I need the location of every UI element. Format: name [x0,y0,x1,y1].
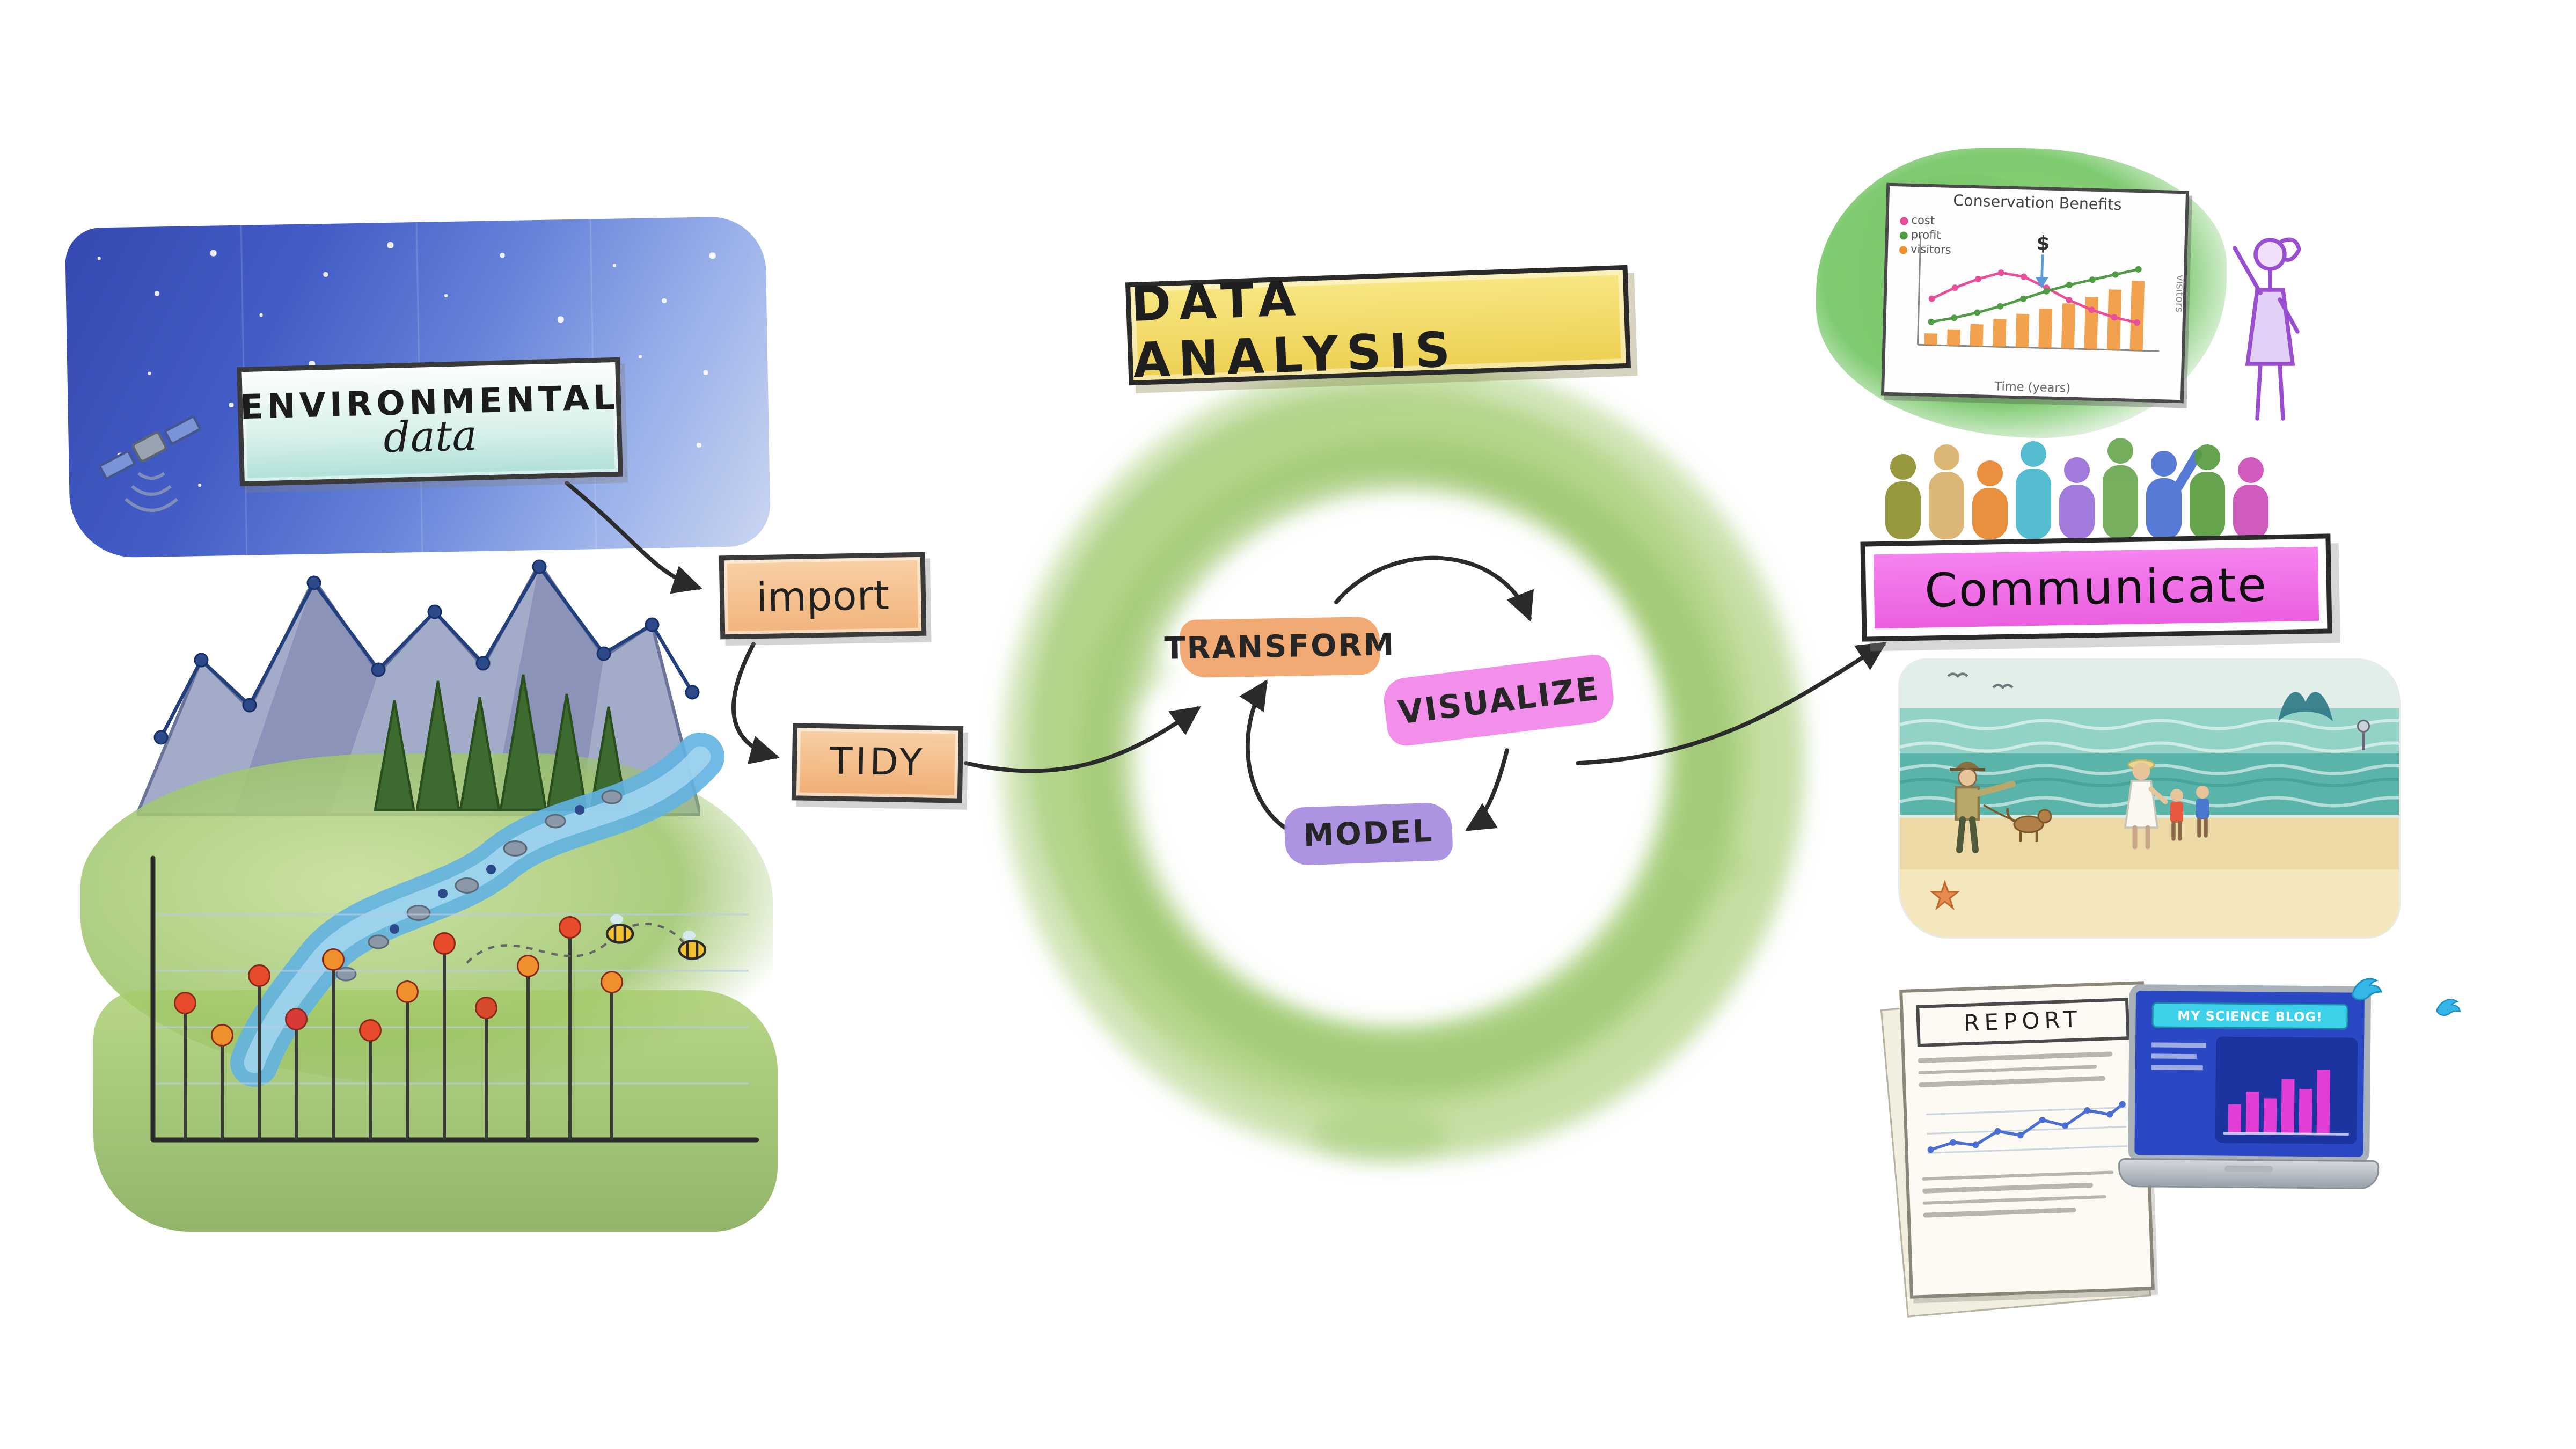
report-document: REPORT [1899,981,2155,1299]
lollipop-chart [150,855,759,1143]
beach-scene [1900,660,2399,937]
conservation-benefits-chart [1916,235,2160,352]
audience-person [1972,460,2008,539]
star-dot [154,291,159,296]
star-dot [387,241,393,248]
laptop-trackpad [2224,1165,2273,1173]
grass-wash-lower [93,990,778,1232]
laptop: MY SCIENCE BLOG! [2118,984,2381,1244]
whale-tail-icon [2278,692,2333,721]
star-dot [696,442,701,447]
blog-bar-chart [2215,1036,2358,1144]
star-dot [229,402,233,407]
blog-banner: MY SCIENCE BLOG! [2151,1002,2348,1030]
ranger-figure [1950,762,2016,853]
star-dot [210,250,216,256]
data-analysis-banner: DATA ANALYSIS [1125,265,1631,390]
communicate-banner: Communicate [1860,533,2332,642]
star-dot [259,313,262,316]
audience-person [2103,438,2138,539]
bar [2129,281,2145,351]
bee-icon [605,914,634,944]
report-text-line [1918,1064,2097,1074]
import-step: import [719,552,927,640]
bee-icon [678,931,707,960]
audience-person [1885,454,1921,539]
star-dot [444,294,447,297]
communicate-label: Communicate [1873,546,2319,629]
bar [1946,329,1960,346]
chart-xlabel: Time (years) [1994,379,2071,396]
star-dot [639,355,641,358]
report-text-line [1919,1075,2106,1087]
bar [2038,308,2053,348]
blog-text-line [2151,1042,2207,1047]
report-text-line [1922,1169,2113,1181]
star-dot [148,371,150,375]
trees [374,674,628,811]
blog-text-line [2151,1053,2197,1058]
chart-ylabel: visitors [2171,274,2186,313]
audience-person [2016,441,2051,539]
env-banner-line2: data [383,412,478,463]
report-text-line [1923,1207,2076,1217]
bar [2084,297,2099,350]
transform-step: TRANSFORM [1164,616,1396,678]
presentation-chart-title: Conservation Benefits [1952,192,2122,215]
legend-dot [1900,217,1908,225]
bar [1970,324,1984,347]
report-text-line [1922,1182,2092,1193]
line-series [1931,271,2138,324]
satellite-icon [99,415,201,512]
audience-person [2146,449,2202,539]
report-text-line [1922,1194,2106,1205]
bird-icon [2436,999,2461,1016]
analysis-cycle-ring [1001,357,1806,1162]
bird-icon [2351,978,2383,1001]
star-dot [709,252,715,258]
presenter-figure [2233,237,2301,421]
report-mini-chart [1926,1100,2127,1153]
tweet-birds [2351,978,2461,1016]
audience-person [2233,457,2268,539]
audience-person [1929,444,1964,539]
mother-figure [2124,759,2168,850]
bar [2061,303,2076,349]
model-step: MODEL [1284,802,1453,866]
environmental-data-banner: ENVIRONMENTAL data [237,357,623,487]
star-dot [703,370,708,375]
star-dot [97,257,100,259]
audience-person [2059,457,2095,539]
star-dot [613,264,616,267]
report-text-line [1918,1051,2113,1063]
bar [1924,333,1937,346]
audience-silhouettes [1885,438,2268,539]
star-dot [500,253,504,257]
laptop-screen: MY SCIENCE BLOG! [2128,984,2372,1163]
dog-figure [2006,808,2052,842]
child-figure [2170,789,2183,841]
report-header: REPORT [1916,998,2130,1048]
bar [2015,313,2030,348]
buoy-icon [2357,720,2370,750]
audience-person [2190,444,2225,539]
laptop-base [2118,1158,2380,1190]
bird-silhouette-icon [1947,672,2014,690]
bar [1993,319,2007,347]
star-dot [662,298,666,303]
line-series [1931,268,2139,324]
tidy-step: TIDY [791,723,964,803]
child-figure [2196,786,2209,838]
blog-text-line [2151,1065,2203,1070]
dollar-annotation: $ [2036,232,2051,255]
star-dot [323,272,327,276]
starfish-icon [1929,880,1960,911]
star-dot [557,316,564,322]
